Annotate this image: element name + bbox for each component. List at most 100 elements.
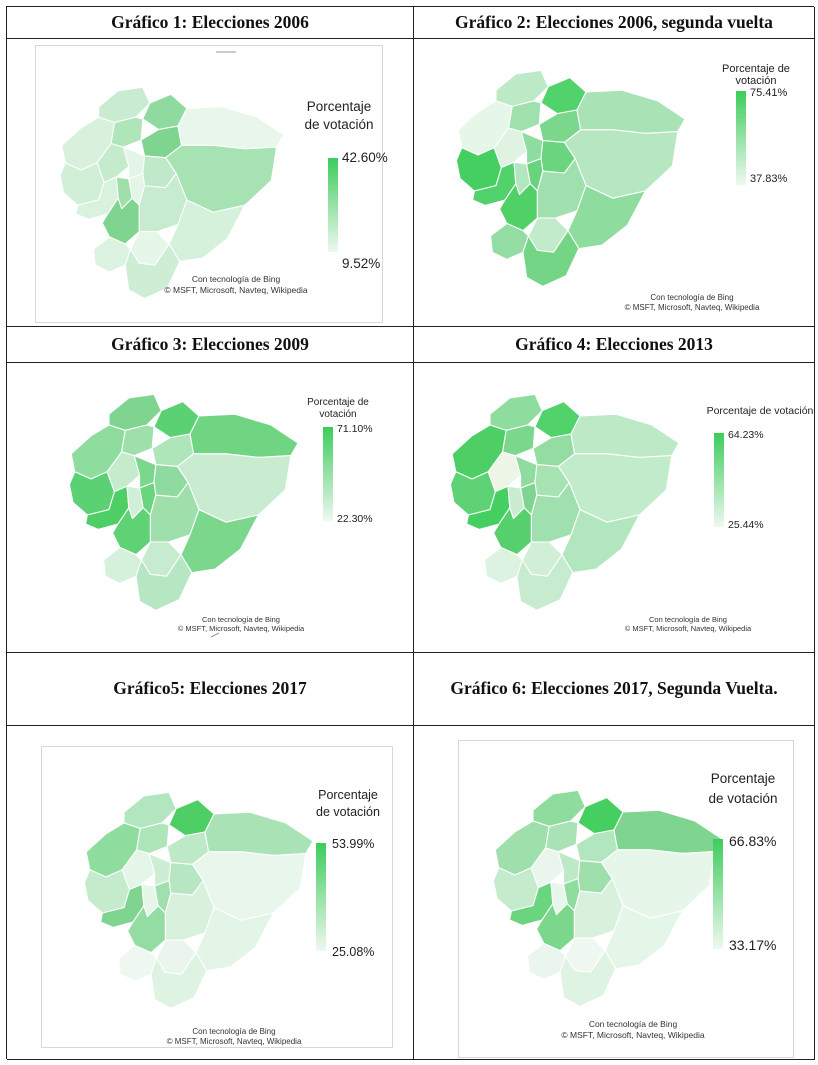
province-shape xyxy=(92,236,132,273)
province-shape xyxy=(124,243,181,300)
map-attribution: Con tecnología de Bing© MSFT, Microsoft,… xyxy=(513,1019,753,1040)
province-shape xyxy=(502,424,536,457)
legend-color-scale xyxy=(328,158,338,252)
province-shape xyxy=(455,147,502,192)
legend-max-label: 64.23% xyxy=(728,429,764,441)
province-shape xyxy=(527,942,566,980)
province-shape xyxy=(108,393,162,431)
province-shape xyxy=(489,393,543,431)
attribution-line-1: Con tecnología de Bing xyxy=(191,274,281,284)
province-shape xyxy=(136,822,170,855)
legend-min-label: 9.52% xyxy=(342,256,381,271)
legend-color-scale xyxy=(714,433,724,527)
province-shape xyxy=(83,869,130,914)
map-5-choropleth xyxy=(83,791,314,1009)
province-shape xyxy=(559,950,617,1007)
province-shape xyxy=(103,546,142,584)
maps-table: Gráfico 1: Elecciones 2006 Gráfico 2: El… xyxy=(6,6,815,1060)
province-shape xyxy=(123,791,177,829)
province-shape xyxy=(490,222,529,260)
map-attribution: Con tecnología de Bing© MSFT, Microsoft,… xyxy=(114,1027,354,1047)
province-shape xyxy=(508,100,542,133)
legend-title: Porcentaje de votación xyxy=(316,788,380,819)
map-attribution: Con tecnología de Bing© MSFT, Microsoft,… xyxy=(106,274,366,295)
province-shape xyxy=(59,162,105,206)
legend-max-label: 66.83% xyxy=(729,833,777,849)
legend-title: Porcentaje de votación xyxy=(722,63,790,87)
attribution-line-2: © MSFT, Microsoft, Navteq, Wikipedia xyxy=(624,624,752,634)
legend-min-label: 33.17% xyxy=(729,937,777,953)
legend-title: Porcentaje de votación xyxy=(307,397,369,420)
legend-color-scale xyxy=(316,843,326,951)
attribution-line-1: Con tecnología de Bing xyxy=(202,615,280,624)
map-6-cell: Porcentaje de votación 66.83% 33.17% Con te… xyxy=(414,726,815,1060)
legend-max-label: 71.10% xyxy=(337,423,373,435)
attribution-line-1: Con tecnología de Bing xyxy=(649,615,727,624)
map-1-frame: Porcentaje de votación 42.60% 9.52% Con tec… xyxy=(35,45,388,323)
province-shape xyxy=(576,89,686,134)
legend-color-scale xyxy=(736,91,746,185)
legend-max-label: 53.99% xyxy=(332,837,375,851)
legend-title: Porcentaje de votación xyxy=(708,771,778,806)
map-3-title: Gráfico 3: Elecciones 2009 xyxy=(7,327,414,363)
legend-max-label: 42.60% xyxy=(342,150,388,165)
legend-min-label: 22.30% xyxy=(337,513,373,525)
legend-color-scale xyxy=(323,427,333,521)
legend-min-label: 37.83% xyxy=(750,173,788,185)
province-shape xyxy=(449,471,496,516)
province-shape xyxy=(121,424,155,457)
attribution-line-2: © MSFT, Microsoft, Navteq, Wikipedia xyxy=(561,1029,705,1040)
map-6-frame: Porcentaje de votación 66.83% 33.17% Con te… xyxy=(458,740,794,1058)
attribution-line-2: © MSFT, Microsoft, Navteq, Wikipedia xyxy=(166,1037,302,1046)
map-attribution: Con tecnología de Bing© MSFT, Microsoft,… xyxy=(568,615,808,634)
province-shape xyxy=(570,413,680,458)
province-shape xyxy=(189,413,299,458)
map-4-frame: Porcentaje de votación 64.23% 25.44% Con te… xyxy=(428,369,814,645)
map-1-choropleth xyxy=(59,51,285,300)
map-attribution: Con tecnología de Bing© MSFT, Microsoft,… xyxy=(562,293,814,313)
attribution-line-1: Con tecnología de Bing xyxy=(588,1019,678,1029)
map-1-cell: Porcentaje de votación 42.60% 9.52% Con tec… xyxy=(7,39,414,327)
map-4-choropleth xyxy=(449,393,680,611)
map-artifact-mark xyxy=(210,632,220,638)
province-shape xyxy=(492,867,539,912)
province-shape xyxy=(98,86,151,124)
province-shape xyxy=(118,944,157,982)
legend-color-scale xyxy=(713,839,723,949)
province-shape xyxy=(495,69,549,107)
province-shape xyxy=(516,554,574,611)
map-6-title: Gráfico 6: Elecciones 2017, Segunda Vuel… xyxy=(414,653,815,726)
province-shape xyxy=(545,820,579,853)
province-shape xyxy=(532,789,586,827)
map-3-cell: Porcentaje de votación 71.10% 22.30% Con te… xyxy=(7,363,414,653)
legend-title: Porcentaje de votación xyxy=(304,99,374,132)
map-3-choropleth xyxy=(68,393,299,638)
province-shape xyxy=(135,554,193,611)
legend-min-label: 25.44% xyxy=(728,519,764,531)
province-shape xyxy=(110,116,144,148)
map-attribution: Con tecnología de Bing© MSFT, Microsoft,… xyxy=(131,615,351,634)
attribution-line-2: © MSFT, Microsoft, Navteq, Wikipedia xyxy=(624,303,760,312)
legend-title: Porcentaje de votación xyxy=(706,405,814,417)
map-4-cell: Porcentaje de votación 64.23% 25.44% Con te… xyxy=(414,363,815,653)
map-1-title: Gráfico 1: Elecciones 2006 xyxy=(7,7,414,39)
attribution-line-2: © MSFT, Microsoft, Navteq, Wikipedia xyxy=(177,624,305,634)
province-shape xyxy=(613,809,723,854)
map-3-frame: Porcentaje de votación 71.10% 22.30% Con te… xyxy=(37,369,377,645)
province-shape xyxy=(204,811,314,856)
province-shape xyxy=(522,230,580,287)
province-shape xyxy=(150,952,208,1009)
legend-max-label: 75.41% xyxy=(750,87,788,99)
map-2-choropleth xyxy=(455,69,686,287)
province-shape xyxy=(68,471,115,516)
province-shape xyxy=(177,106,285,150)
attribution-line-1: Con tecnología de Bing xyxy=(192,1027,276,1036)
map-2-title: Gráfico 2: Elecciones 2006, segunda vuel… xyxy=(414,7,815,39)
attribution-line-1: Con tecnología de Bing xyxy=(650,293,734,302)
map-6-choropleth xyxy=(492,789,723,1007)
province-shape xyxy=(484,546,523,584)
